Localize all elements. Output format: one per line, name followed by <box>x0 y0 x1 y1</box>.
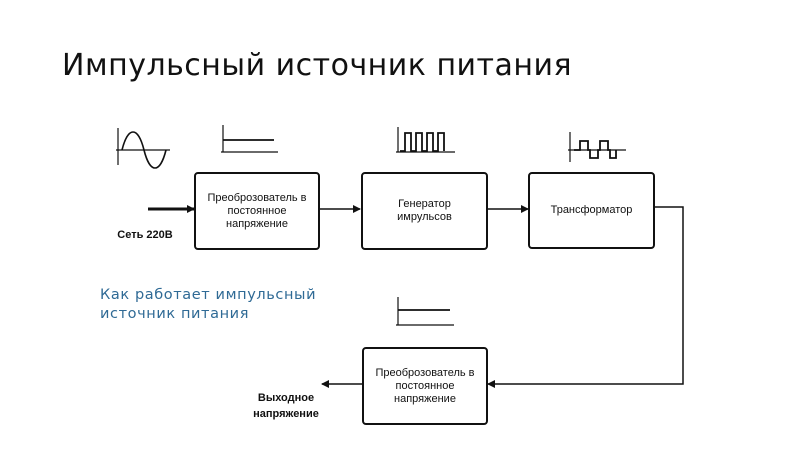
pulse-generator-block: Генератор имрульсов <box>361 172 488 250</box>
slide-subtitle: Как работает импульсный источник питания <box>100 287 317 322</box>
arrow-transformer-to-output-converter <box>487 206 684 388</box>
transformer-block: Трансформатор <box>528 172 655 249</box>
dc-step-icon <box>221 125 278 153</box>
transformer-block-label: Трансформатор <box>550 204 633 216</box>
slide-title: Импульсный источник питания <box>62 48 573 83</box>
converter-block-output-label: Преоброзователь в постоянное напряжение <box>375 366 475 405</box>
bipolar-pulse-icon <box>568 132 626 162</box>
converter-block-input: Преоброзователь в постоянное напряжение <box>194 172 320 250</box>
sine-wave-icon <box>116 128 170 169</box>
input-label: Сеть 220В <box>117 229 173 241</box>
output-label: Выходное напряжение <box>253 392 319 420</box>
converter-block-input-label: Преоброзователь в постоянное напряжение <box>207 191 307 230</box>
dc-step-icon <box>396 297 454 326</box>
pulse-generator-block-label: Генератор имрульсов <box>397 198 452 223</box>
converter-block-output: Преоброзователь в постоянное напряжение <box>362 347 488 425</box>
pulse-train-icon <box>396 127 455 153</box>
